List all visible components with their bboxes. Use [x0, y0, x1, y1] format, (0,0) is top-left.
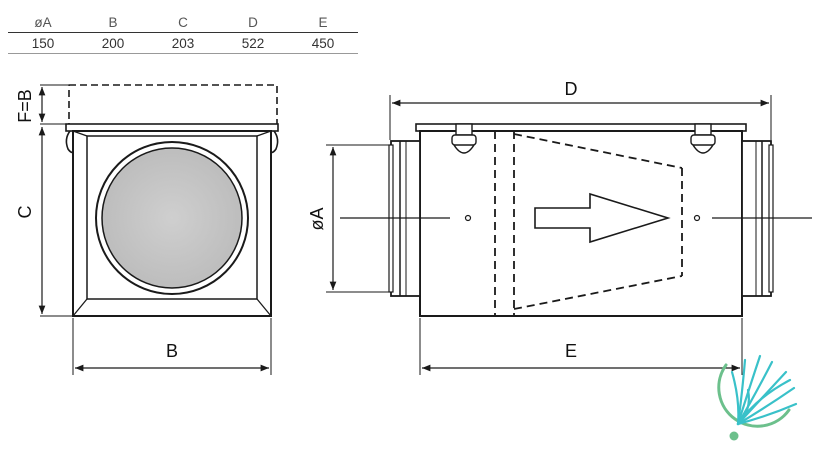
table-cell: 450 — [288, 32, 358, 54]
front-view — [38, 84, 279, 375]
filter-cartridge-hidden — [494, 131, 683, 316]
latch-left — [451, 123, 477, 154]
table-header-cell: øA — [8, 12, 78, 33]
brand-logo-icon — [717, 354, 798, 441]
label-d: D — [565, 79, 578, 99]
table-cell: 203 — [148, 32, 218, 54]
table-header-cell: D — [218, 12, 288, 33]
table-header-cell: B — [78, 12, 148, 33]
table-cell: 150 — [8, 32, 78, 54]
front-top-flange — [65, 123, 279, 132]
dimension-table: øA B C D E 150 200 203 522 450 — [8, 12, 358, 54]
table-cell: 522 — [218, 32, 288, 54]
lid-outline — [68, 84, 278, 126]
label-e: E — [565, 341, 577, 361]
label-b: B — [166, 341, 178, 361]
table-cell: 200 — [78, 32, 148, 54]
table-header-cell: E — [288, 12, 358, 33]
label-a: øA — [307, 207, 327, 230]
table-header-row: øA B C D E — [8, 12, 358, 33]
table-header-cell: C — [148, 12, 218, 33]
side-view — [326, 95, 812, 375]
front-inner-panel — [86, 135, 258, 300]
duct-opening-inner — [101, 147, 243, 289]
label-c: C — [15, 206, 35, 219]
table-row: 150 200 203 522 450 — [8, 32, 358, 54]
arrow-airflow-icon — [534, 192, 671, 244]
latch-right — [690, 123, 716, 154]
label-f-b: F=B — [15, 89, 35, 123]
